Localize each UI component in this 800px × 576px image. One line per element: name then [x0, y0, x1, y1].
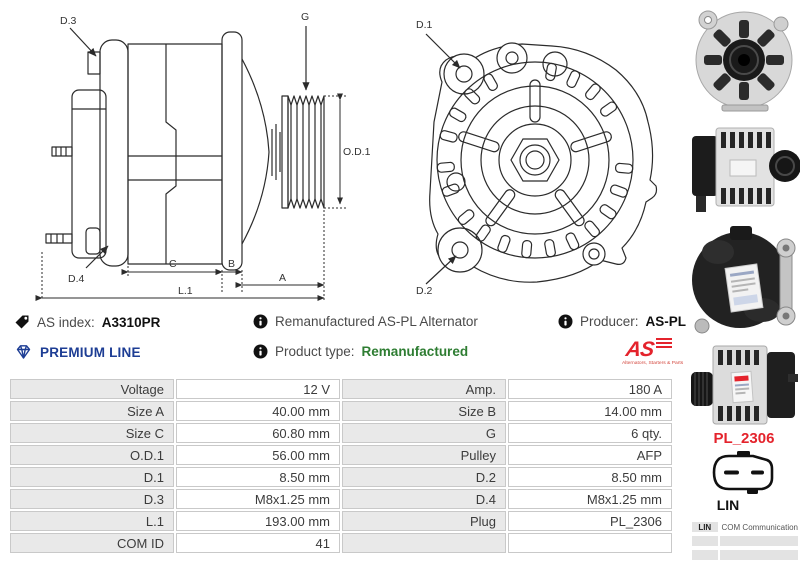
info-icon — [253, 344, 268, 359]
spec-label-cell: D.3 — [10, 489, 174, 509]
spec-label-cell: Pulley — [342, 445, 506, 465]
spec-value-cell: 60.80 mm — [176, 423, 340, 443]
premium-line-row: PREMIUM LINE — [14, 344, 141, 360]
spec-row: O.D.1 56.00 mm Pulley AFP — [10, 445, 672, 465]
spec-label-cell: O.D.1 — [10, 445, 174, 465]
side-view-diagram: D.3 G O.D.1 D.4 C B A L.1 — [35, 11, 371, 301]
pin-table-header-row: LIN COM Communication — [692, 522, 798, 532]
as-pl-logo-text: AS — [624, 337, 656, 361]
as-index-value: A3310PR — [101, 314, 161, 330]
tag-icon — [15, 315, 29, 329]
dimension-label-b: B — [228, 258, 235, 270]
spec-row: D.3 M8x1.25 mm D.4 M8x1.25 mm — [10, 489, 672, 509]
producer-label: Producer: — [580, 314, 639, 329]
spec-value-cell: M8x1.25 mm — [508, 489, 672, 509]
spec-row: D.1 8.50 mm D.2 8.50 mm — [10, 467, 672, 487]
spec-label-cell: G — [342, 423, 506, 443]
spec-value-cell: 8.50 mm — [176, 467, 340, 487]
dimension-label-a: A — [279, 272, 286, 284]
spec-row: COM ID 41 — [10, 533, 672, 553]
spec-label-cell: L.1 — [10, 511, 174, 531]
spec-value-cell: 41 — [176, 533, 340, 553]
product-photo-sidebar: PL_2306 LIN LIN COM Communication — [688, 0, 800, 576]
plug-code-label: PL_2306 — [713, 430, 775, 447]
front-view-diagram: D.1 D.2 — [416, 19, 658, 297]
product-photo-front[interactable] — [688, 2, 800, 114]
dimension-label-d1: D.1 — [416, 19, 433, 31]
premium-line-label: PREMIUM LINE — [40, 344, 141, 360]
spec-row: Size A 40.00 mm Size B 14.00 mm — [10, 401, 672, 421]
spec-value-cell: M8x1.25 mm — [176, 489, 340, 509]
spec-row: Voltage 12 V Amp. 180 A — [10, 379, 672, 399]
product-photo-rear[interactable] — [688, 222, 800, 334]
producer-value: AS-PL — [645, 314, 687, 329]
spec-value-cell: 40.00 mm — [176, 401, 340, 421]
info-icon — [253, 314, 268, 329]
spec-label-cell — [342, 533, 506, 553]
spec-value-cell: 180 A — [508, 379, 672, 399]
as-pl-logo-tagline: Alternators, Starters & Parts — [621, 360, 684, 365]
dimension-label-g: G — [301, 11, 309, 23]
pin-table-empty-row — [692, 536, 798, 546]
spec-label-cell: Size B — [342, 401, 506, 421]
dimension-label-c: C — [169, 258, 177, 270]
spec-row: Size C 60.80 mm G 6 qty. — [10, 423, 672, 443]
pin-table-pin: LIN — [692, 522, 718, 532]
dimension-label-l1: L.1 — [178, 285, 193, 297]
product-type-row: Product type: Remanufactured — [253, 344, 468, 359]
diamond-icon — [16, 345, 31, 359]
spec-value-cell: 193.00 mm — [176, 511, 340, 531]
as-pl-logo: AS Alternators, Starters & Parts — [616, 336, 684, 366]
dimension-label-d2: D.2 — [416, 285, 433, 297]
spec-label-cell: D.2 — [342, 467, 506, 487]
plug-connector-icon — [712, 451, 774, 494]
plug-pin-label: LIN — [716, 497, 740, 513]
spec-row: L.1 193.00 mm Plug PL_2306 — [10, 511, 672, 531]
pin-table-empty-row — [692, 550, 798, 560]
dimension-label-od1: O.D.1 — [343, 146, 371, 158]
producer-row: Producer: AS-PL — [558, 314, 686, 329]
spec-label-cell: Amp. — [342, 379, 506, 399]
spec-value-cell: AFP — [508, 445, 672, 465]
spec-label-cell: Voltage — [10, 379, 174, 399]
spec-label-cell: COM ID — [10, 533, 174, 553]
spec-label-cell: Plug — [342, 511, 506, 531]
product-type-label: Product type: — [275, 344, 355, 359]
pin-table: LIN COM Communication — [690, 518, 800, 564]
product-description: Remanufactured AS-PL Alternator — [275, 314, 478, 329]
as-pl-logo-bars — [655, 336, 672, 350]
spec-value-cell — [508, 533, 672, 553]
product-type-value: Remanufactured — [361, 344, 469, 359]
pin-table-description: COM Communication — [719, 522, 798, 532]
spec-label-cell: D.4 — [342, 489, 506, 509]
spec-label-cell: Size C — [10, 423, 174, 443]
spec-value-cell: 14.00 mm — [508, 401, 672, 421]
spec-value-cell: 12 V — [176, 379, 340, 399]
spec-value-cell: 8.50 mm — [508, 467, 672, 487]
spec-value-cell: 6 qty. — [508, 423, 672, 443]
as-index-label: AS index: — [37, 314, 95, 330]
product-photo-side-right[interactable] — [688, 114, 800, 222]
spec-label-cell: D.1 — [10, 467, 174, 487]
info-icon — [558, 314, 573, 329]
dimension-label-d4: D.4 — [68, 273, 85, 285]
spec-value-cell: 56.00 mm — [176, 445, 340, 465]
product-photo-side-left[interactable] — [688, 334, 800, 434]
product-description-row: Remanufactured AS-PL Alternator — [253, 314, 478, 329]
spec-table: Voltage 12 V Amp. 180 A Size A 40.00 mm … — [8, 377, 674, 555]
dimension-label-d3: D.3 — [60, 15, 77, 27]
as-index-row: AS index: A3310PR — [14, 314, 160, 330]
spec-label-cell: Size A — [10, 401, 174, 421]
spec-value-cell: PL_2306 — [508, 511, 672, 531]
